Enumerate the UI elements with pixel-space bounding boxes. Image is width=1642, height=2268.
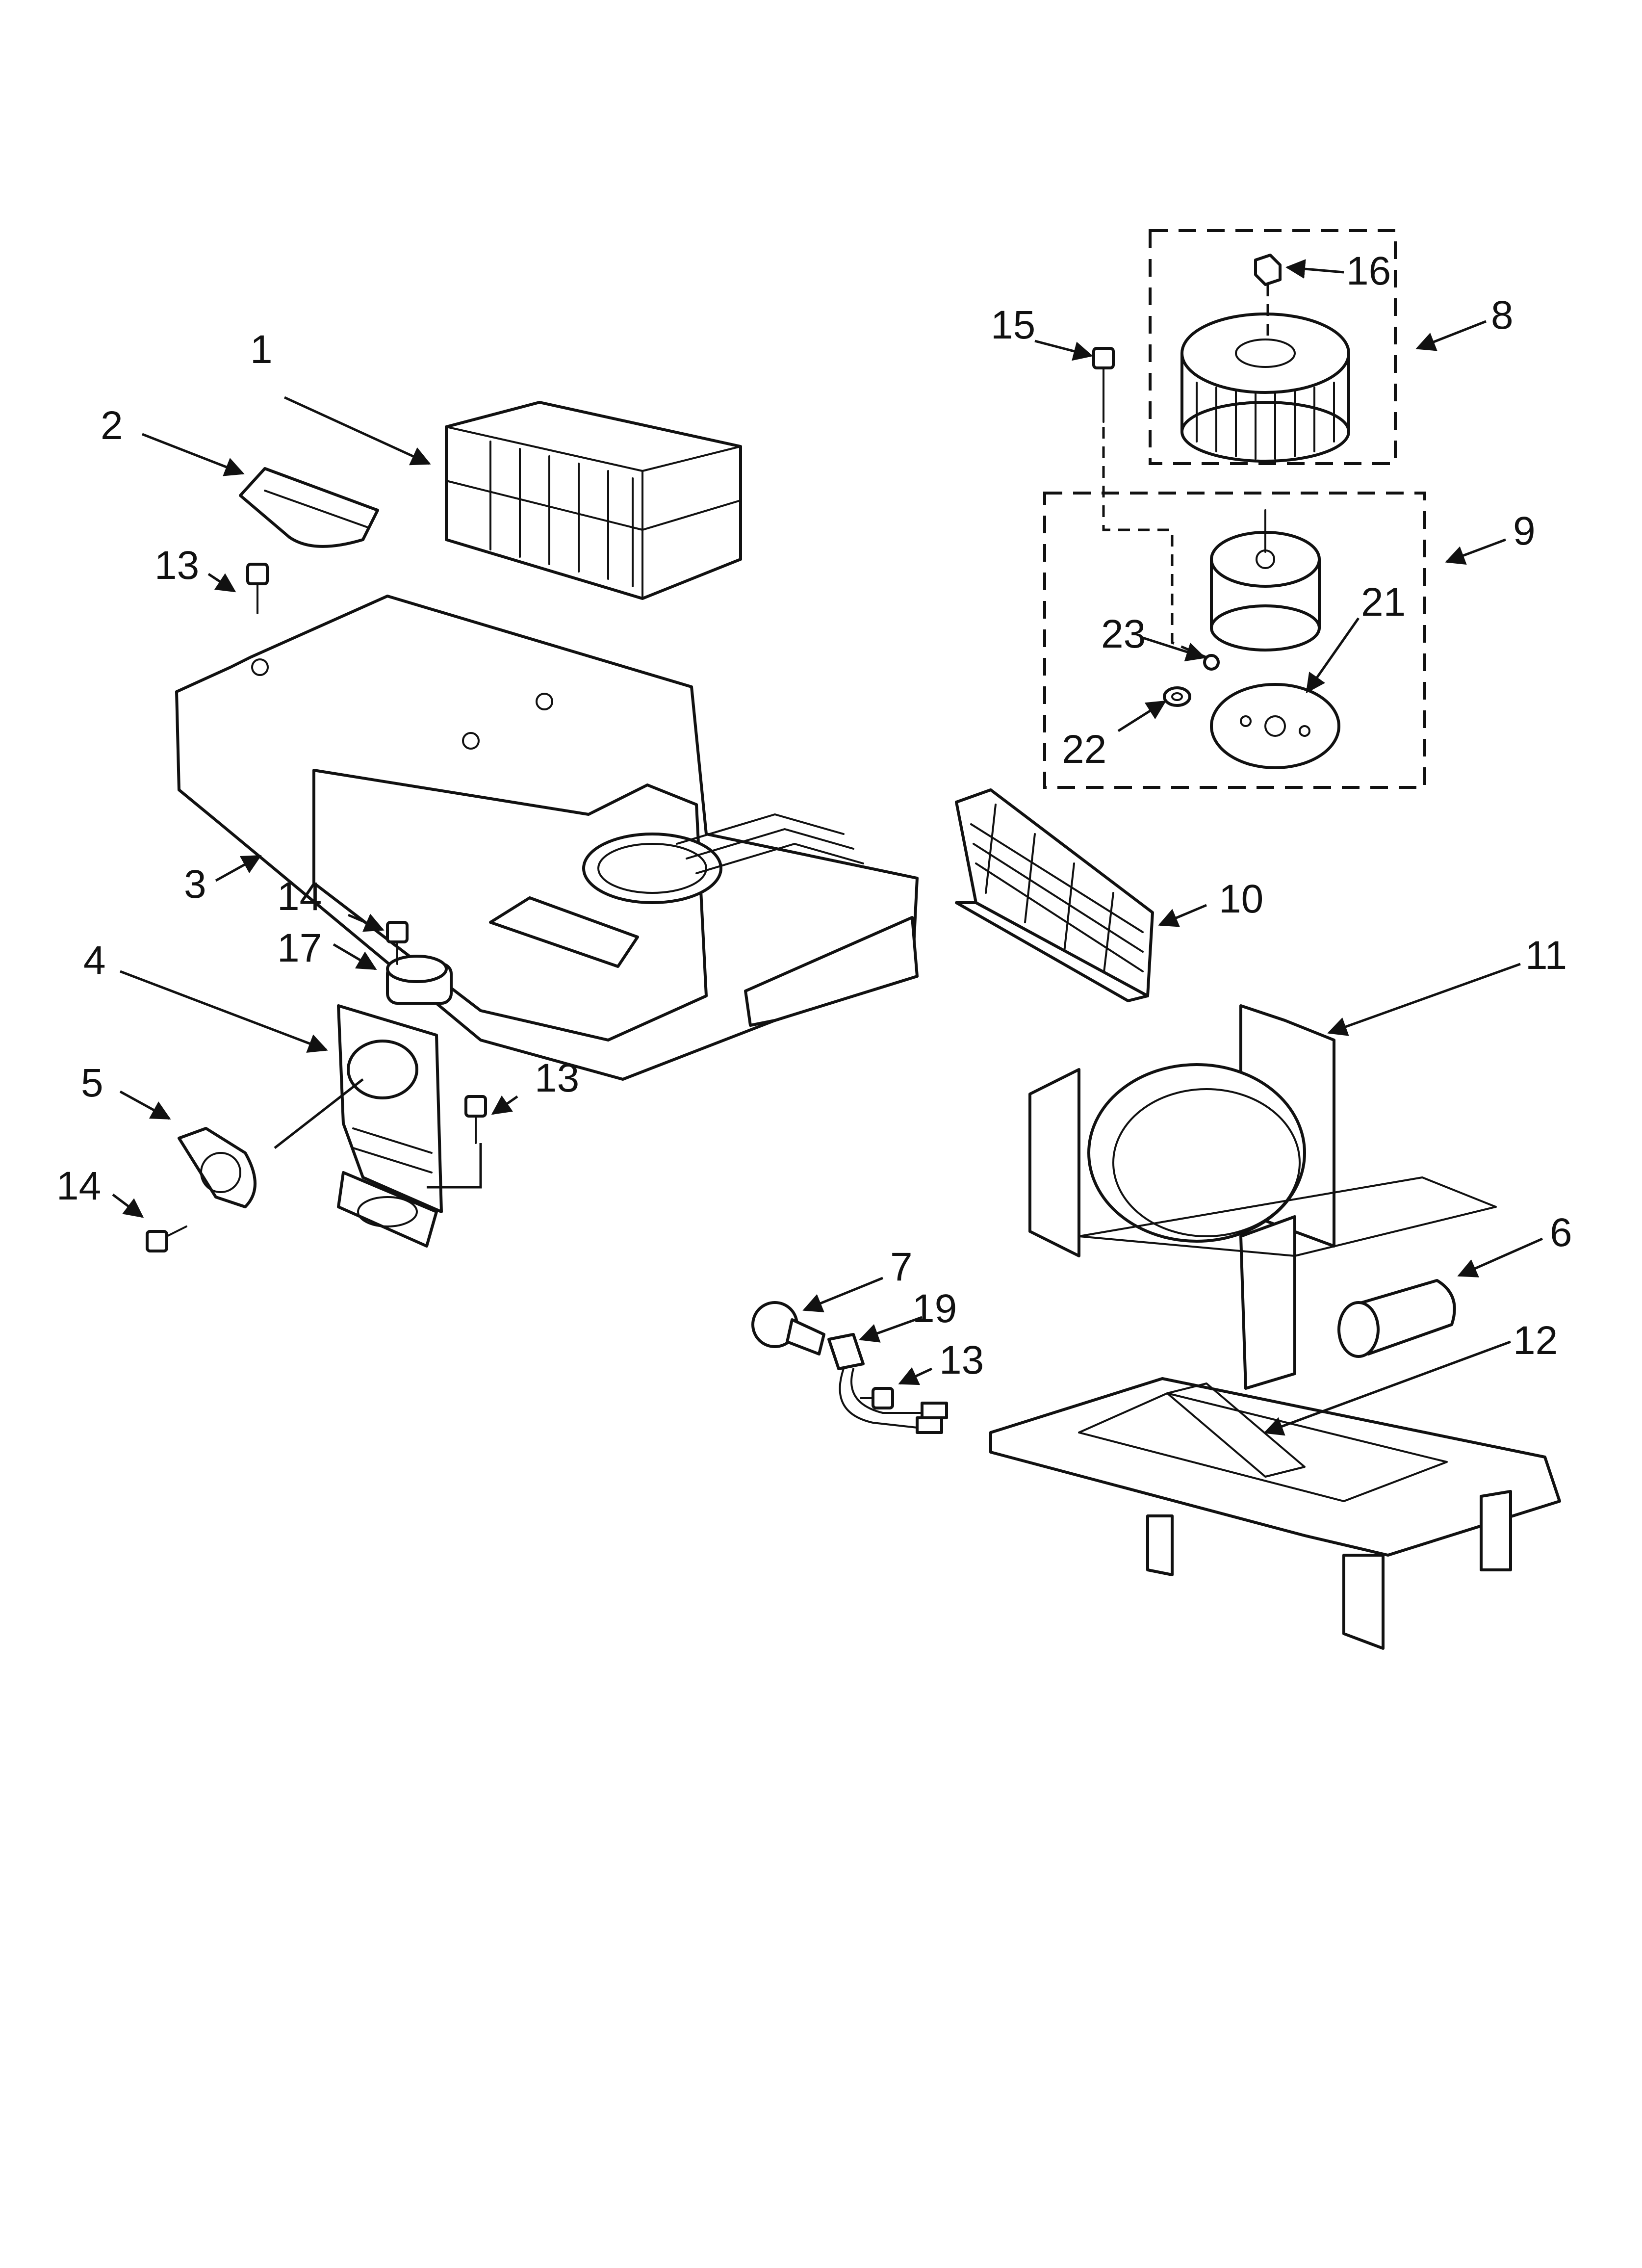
callout-17: 17 — [277, 926, 322, 970]
callout-6: 6 — [1550, 1210, 1572, 1255]
part-1-air-duct — [445, 401, 742, 600]
dashed-path-15 — [1102, 427, 1207, 659]
part-11-fan-shroud — [1028, 1004, 1497, 1390]
callout-12: 12 — [1513, 1318, 1558, 1363]
callout-13c: 13 — [939, 1338, 984, 1382]
part-4-bracket — [337, 1004, 443, 1248]
callout-13a: 13 — [154, 543, 199, 588]
callout-7: 7 — [890, 1245, 913, 1289]
callout-1: 1 — [250, 327, 273, 372]
callout-23: 23 — [1101, 612, 1146, 656]
part-12-base-plate — [989, 1377, 1561, 1650]
screw-14a — [386, 921, 409, 965]
callout-14a: 14 — [277, 874, 322, 919]
part-6-capacitor — [1337, 1279, 1456, 1358]
callout-13b: 13 — [535, 1056, 579, 1100]
part-2-damper — [239, 467, 379, 548]
part-8-blower-wheel — [1180, 313, 1350, 463]
callout-21: 21 — [1361, 580, 1406, 625]
part-9-blower-motor — [1210, 509, 1321, 652]
callout-10: 10 — [1219, 877, 1263, 921]
screw-13a — [246, 563, 269, 614]
callout-3: 3 — [184, 862, 206, 907]
group-box-8 — [1149, 229, 1397, 465]
callout-19: 19 — [912, 1286, 957, 1331]
callout-8: 8 — [1491, 293, 1514, 338]
part-21-motor-mount — [1210, 683, 1340, 769]
callout-11: 11 — [1525, 933, 1567, 978]
callout-14b: 14 — [56, 1164, 101, 1208]
part-3-cover — [175, 595, 919, 1081]
part-17-thermostat — [386, 955, 453, 1005]
screw-13b — [464, 1095, 487, 1144]
callout-15: 15 — [991, 303, 1035, 347]
part-16-nut — [1254, 254, 1282, 286]
part-5-thermal-cutout — [178, 1127, 257, 1208]
callout-9: 9 — [1513, 509, 1536, 553]
part-10-grille — [955, 788, 1154, 1002]
screw-15 — [1092, 347, 1115, 423]
callout-2: 2 — [101, 403, 123, 448]
leader-lines — [112, 259, 1543, 1436]
part-23-screw — [1203, 654, 1220, 671]
callout-5: 5 — [81, 1061, 103, 1105]
callout-22: 22 — [1062, 727, 1106, 772]
part-19-lamp-socket — [827, 1333, 948, 1434]
part-7-light-bulb — [751, 1301, 825, 1356]
part-22-washer — [1163, 686, 1191, 707]
callout-16: 16 — [1346, 249, 1391, 293]
screw-14b — [146, 1225, 187, 1252]
callout-4: 4 — [83, 938, 106, 983]
screw-13c — [860, 1387, 894, 1409]
group-box-9 — [1043, 492, 1426, 789]
